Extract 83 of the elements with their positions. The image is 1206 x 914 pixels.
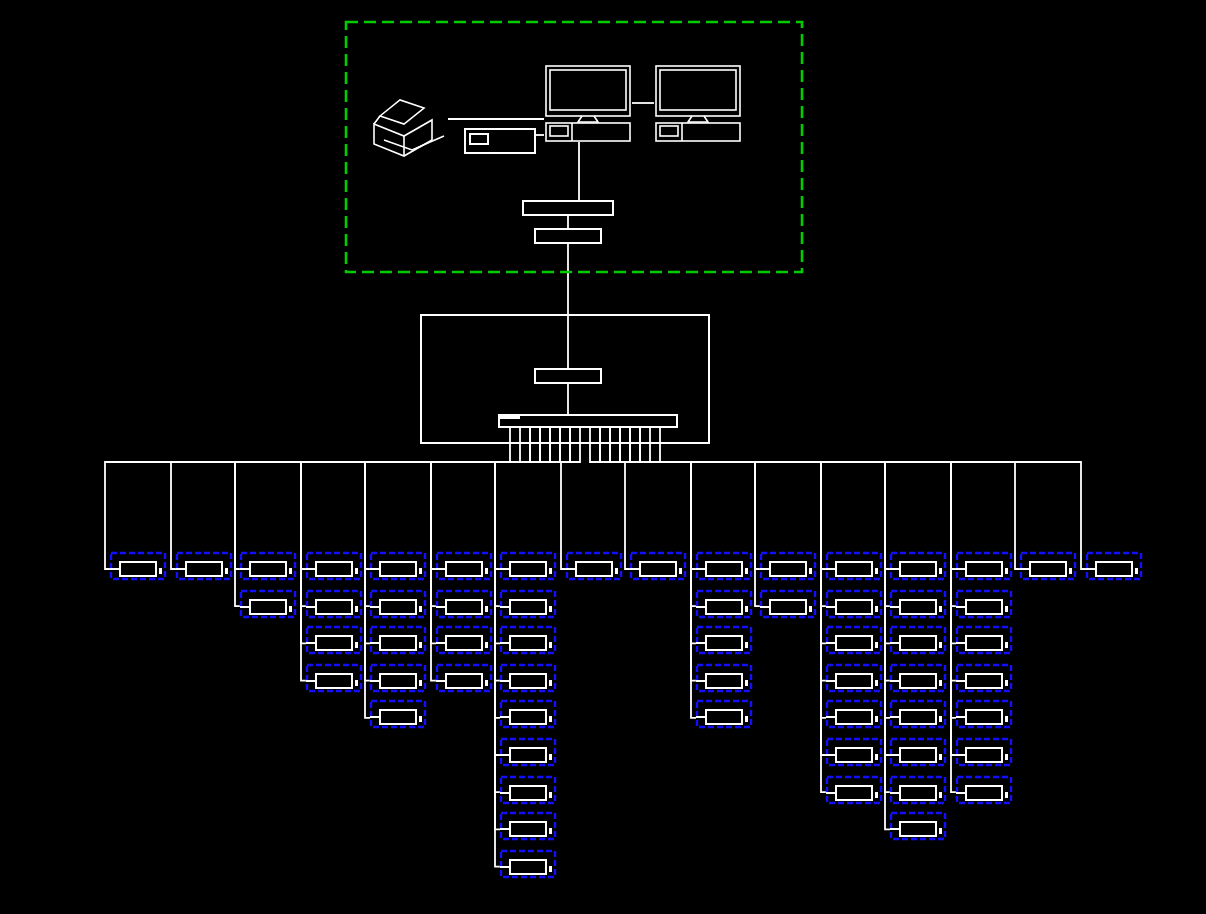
device-block [176, 552, 232, 580]
device-block [500, 775, 556, 804]
connector-line [560, 427, 581, 570]
device-block [306, 626, 362, 655]
device-block [436, 663, 492, 692]
network-device-box [534, 368, 602, 384]
device-block [110, 552, 166, 580]
device-block [890, 812, 946, 841]
connector-line [170, 427, 521, 570]
device-block [826, 552, 882, 580]
device-block [956, 552, 1012, 580]
device-block [890, 663, 946, 692]
device-block [696, 626, 752, 655]
device-block [500, 700, 556, 729]
computer-drawing [544, 64, 632, 142]
device-block [306, 663, 362, 692]
device-block [956, 589, 1012, 618]
device-block [956, 775, 1012, 804]
device-block [956, 663, 1012, 692]
device-block [826, 775, 882, 804]
connector-line [104, 427, 511, 570]
device-block [240, 552, 296, 580]
device-block [890, 626, 946, 655]
device-block [500, 552, 556, 580]
computer-drawing [654, 64, 742, 142]
network-device-box [534, 228, 602, 244]
device-block [826, 626, 882, 655]
connector-line [535, 134, 545, 136]
device-block [370, 552, 426, 580]
connector-line [567, 243, 569, 369]
device-block [890, 552, 946, 580]
device-block [826, 589, 882, 618]
device-block [436, 552, 492, 580]
network-device-box [522, 200, 614, 216]
connector-line [578, 141, 580, 201]
cabinet-box [420, 314, 710, 444]
device-block [1086, 552, 1142, 580]
device-box [464, 128, 536, 154]
device-block [370, 626, 426, 655]
device-block [306, 552, 362, 580]
device-block [826, 738, 882, 766]
connector-line [631, 102, 655, 104]
device-block [760, 589, 816, 618]
device-block [1020, 552, 1076, 580]
device-block [500, 849, 556, 878]
device-block [436, 626, 492, 655]
connector-line [659, 427, 1087, 570]
device-block [826, 663, 882, 692]
device-block [890, 738, 946, 766]
device-block [500, 738, 556, 766]
switch-bar [498, 414, 678, 428]
connector-line [589, 427, 631, 570]
device-block [956, 700, 1012, 729]
device-block [566, 552, 622, 580]
device-block [500, 589, 556, 618]
device-block [630, 552, 686, 580]
device-block [696, 589, 752, 618]
device-block [696, 552, 752, 580]
connector-line [234, 427, 531, 608]
device-block [890, 775, 946, 804]
device-block [956, 626, 1012, 655]
connector-line [609, 427, 761, 608]
device-block [500, 812, 556, 841]
device-block [760, 552, 816, 580]
connector-line [567, 215, 569, 229]
device-block [956, 738, 1012, 766]
connector-line [649, 427, 1021, 570]
device-block [826, 700, 882, 729]
device-block [890, 589, 946, 618]
device-block [436, 589, 492, 618]
device-block [370, 700, 426, 729]
device-block [370, 589, 426, 618]
device-block [240, 589, 296, 618]
connector-line [447, 118, 545, 120]
device-block [500, 626, 556, 655]
device-block [696, 663, 752, 692]
device-block [890, 700, 946, 729]
dashed-region [344, 20, 804, 274]
device-block [500, 663, 556, 692]
device-block [696, 700, 752, 729]
connector-line [567, 383, 569, 415]
device-block [306, 589, 362, 618]
device-block [370, 663, 426, 692]
